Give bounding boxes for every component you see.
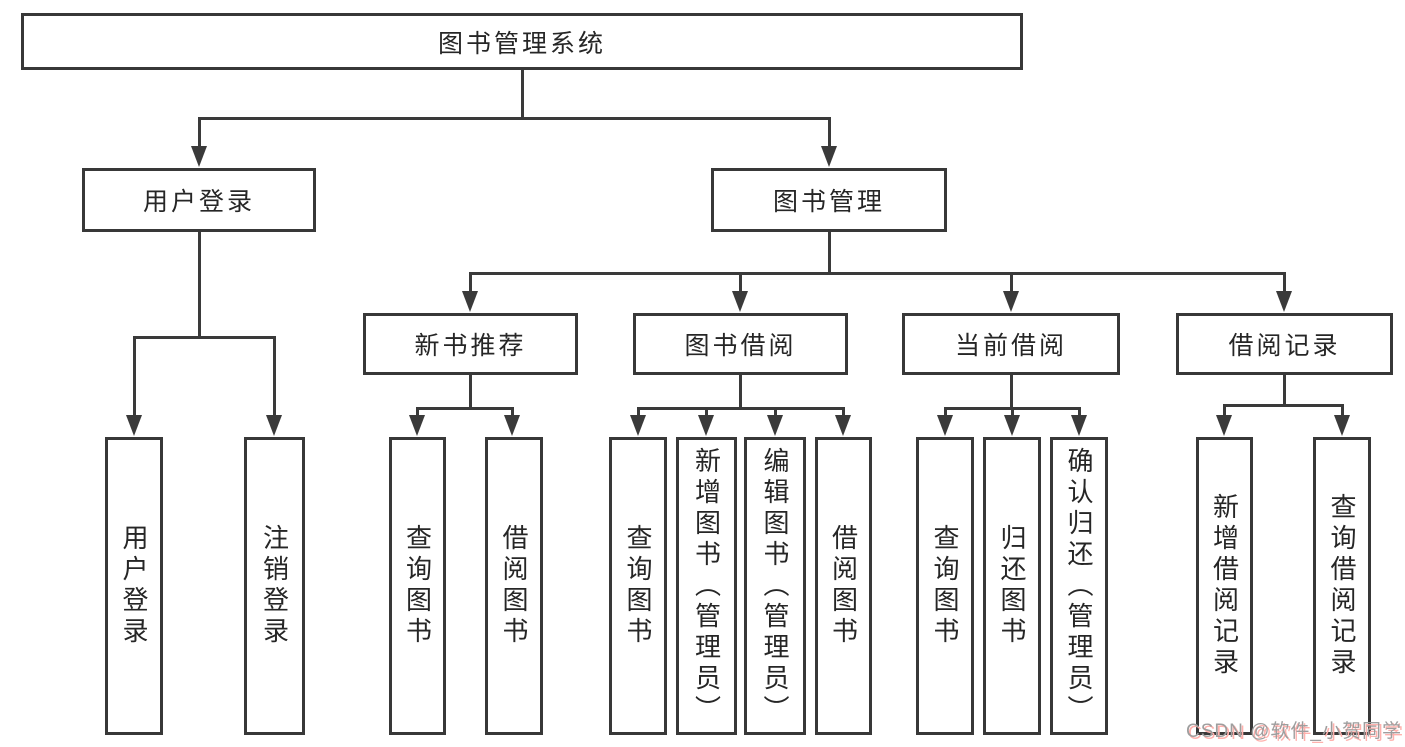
arrow-down-icon (462, 291, 478, 312)
connector-drop (415, 407, 419, 420)
connector-rail (468, 272, 1286, 275)
arrow-down-icon (835, 415, 851, 436)
leaf-label: 归还图书 (997, 524, 1027, 648)
leaf-label: 查询图书 (930, 524, 960, 648)
leaf-query-borrow-record: 查询借阅记录 (1313, 437, 1371, 735)
arrow-down-icon (126, 415, 142, 436)
leaf-label: 用户登录 (119, 524, 149, 648)
leaf-label: 借阅图书 (828, 524, 859, 648)
connector-drop (132, 336, 136, 420)
node-library-management-system: 图书管理系统 (21, 13, 1023, 70)
node-label: 新书推荐 (414, 332, 527, 360)
arrow-down-icon (630, 415, 646, 436)
node-user-login: 用户登录 (82, 168, 316, 232)
node-borrow-records: 借阅记录 (1176, 313, 1393, 375)
connector-stem (468, 373, 472, 410)
leaf-query-books-borrow: 查询图书 (609, 437, 667, 735)
leaf-label: 注销登录 (259, 524, 290, 648)
csdn-watermark: CSDN @软件_小贺同学 (1186, 721, 1402, 742)
arrow-down-icon (409, 415, 425, 436)
connector-drop (468, 272, 472, 296)
connector-rail (415, 407, 514, 410)
connector-drop (738, 272, 742, 296)
leaf-label: 查询借阅记录 (1327, 493, 1357, 679)
connector-stem (1009, 373, 1013, 410)
leaf-label: 查询图书 (402, 524, 433, 648)
arrow-down-icon (504, 415, 520, 436)
connector-drop (943, 407, 947, 420)
arrow-down-icon (1004, 415, 1020, 436)
arrow-down-icon (732, 291, 748, 312)
leaf-label: 编辑图书（管理员） (760, 446, 790, 726)
connector-drop (636, 407, 640, 420)
arrow-down-icon (191, 146, 207, 167)
node-label: 当前借阅 (954, 332, 1067, 360)
leaf-label: 借阅图书 (499, 524, 529, 648)
arrow-down-icon (1216, 415, 1232, 436)
leaf-label: 查询图书 (623, 524, 653, 648)
connector-drop (1077, 407, 1081, 420)
leaf-query-books-current: 查询图书 (916, 437, 974, 735)
connector-drop (1010, 407, 1014, 420)
arrow-down-icon (821, 146, 837, 167)
arrow-down-icon (698, 415, 714, 436)
connector-drop (510, 407, 514, 420)
leaf-return-books: 归还图书 (983, 437, 1041, 735)
leaf-borrow-books-recommend: 借阅图书 (485, 437, 543, 735)
node-current-borrow: 当前借阅 (902, 313, 1120, 375)
leaf-label: 新增借阅记录 (1209, 493, 1240, 679)
connector-rail (636, 407, 845, 410)
leaf-query-books-recommend: 查询图书 (389, 437, 446, 735)
arrow-down-icon (937, 415, 953, 436)
connector-stem (520, 68, 524, 120)
leaf-user-login: 用户登录 (105, 437, 163, 735)
connector-rail (1222, 404, 1344, 407)
leaf-edit-books-admin: 编辑图书（管理员） (744, 437, 806, 735)
node-new-book-recommend: 新书推荐 (363, 313, 578, 375)
connector-stem (1282, 373, 1286, 407)
connector-stem (738, 373, 742, 410)
leaf-add-borrow-record: 新增借阅记录 (1196, 437, 1253, 735)
connector-drop (841, 407, 845, 420)
leaf-label: 确认归还（管理员） (1064, 446, 1094, 726)
connector-drop (272, 336, 276, 420)
connector-rail (132, 336, 276, 339)
node-label: 图书借阅 (684, 332, 797, 360)
connector-drop (827, 117, 831, 151)
arrow-down-icon (266, 415, 282, 436)
connector-drop (704, 407, 708, 420)
connector-drop (1222, 404, 1226, 420)
arrow-down-icon (1276, 291, 1292, 312)
connector-stem (827, 230, 831, 275)
connector-drop (1282, 272, 1286, 296)
node-label: 图书管理 (772, 188, 885, 216)
leaf-confirm-return-admin: 确认归还（管理员） (1050, 437, 1108, 735)
connector-stem (197, 230, 201, 339)
node-label: 用户登录 (142, 188, 255, 216)
connector-drop (1009, 272, 1013, 296)
node-book-borrow: 图书借阅 (633, 313, 848, 375)
arrow-down-icon (1003, 291, 1019, 312)
arrow-down-icon (767, 415, 783, 436)
connector-rail (197, 117, 831, 120)
arrow-down-icon (1071, 415, 1087, 436)
arrow-down-icon (1334, 415, 1350, 436)
node-book-management: 图书管理 (711, 168, 947, 232)
leaf-label: 新增图书（管理员） (691, 446, 722, 726)
leaf-logout: 注销登录 (244, 437, 305, 735)
leaf-borrow-books: 借阅图书 (815, 437, 872, 735)
connector-drop (1340, 404, 1344, 420)
connector-drop (197, 117, 201, 151)
connector-drop (773, 407, 777, 420)
node-label: 借阅记录 (1228, 332, 1341, 360)
node-label: 图书管理系统 (437, 29, 606, 58)
leaf-add-books-admin: 新增图书（管理员） (676, 437, 737, 735)
